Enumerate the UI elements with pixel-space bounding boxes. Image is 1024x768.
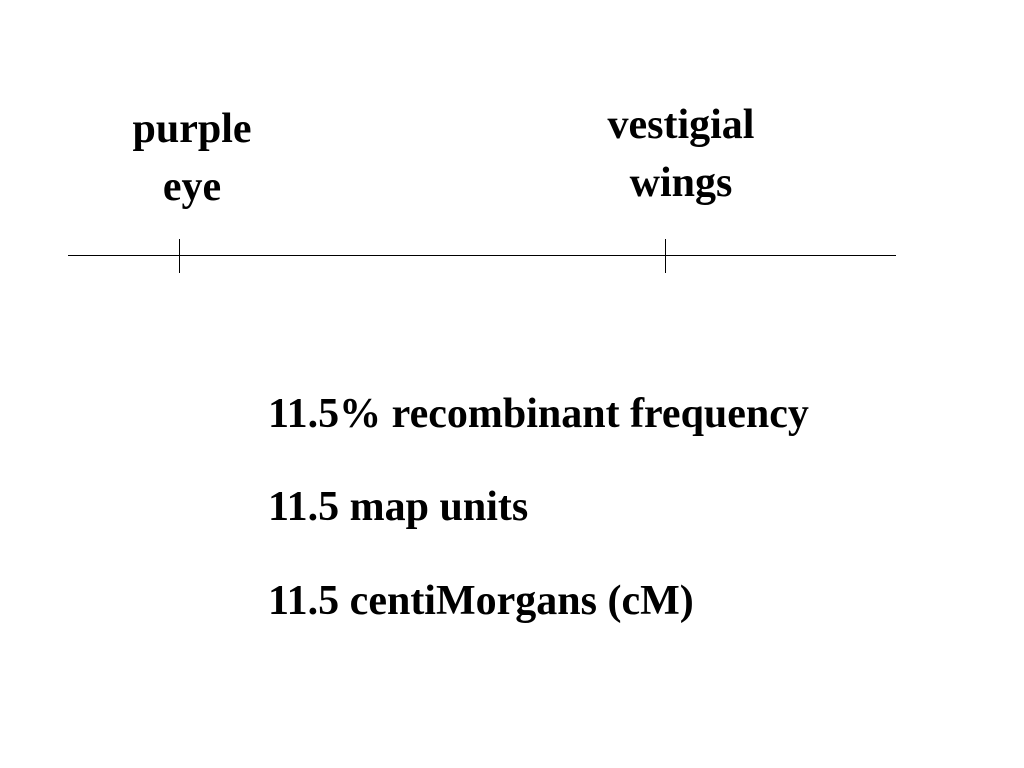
gene-label-line: wings <box>629 160 733 206</box>
gene-label-line: purple <box>132 106 252 152</box>
gene-label-line: vestigial <box>607 102 755 148</box>
locus-tick-purple-eye <box>179 239 180 273</box>
gene-label-vestigial-wings: vestigial wings <box>551 96 811 212</box>
map-units-statement: 11.5 map units <box>268 484 529 530</box>
gene-label-line: eye <box>162 164 222 210</box>
gene-label-purple-eye: purple eye <box>62 100 322 216</box>
centimorgans-statement: 11.5 centiMorgans (cM) <box>268 578 694 624</box>
recombinant-frequency-statement: 11.5% recombinant frequency <box>268 391 809 437</box>
chromosome-line <box>68 255 896 256</box>
locus-tick-vestigial-wings <box>665 239 666 273</box>
